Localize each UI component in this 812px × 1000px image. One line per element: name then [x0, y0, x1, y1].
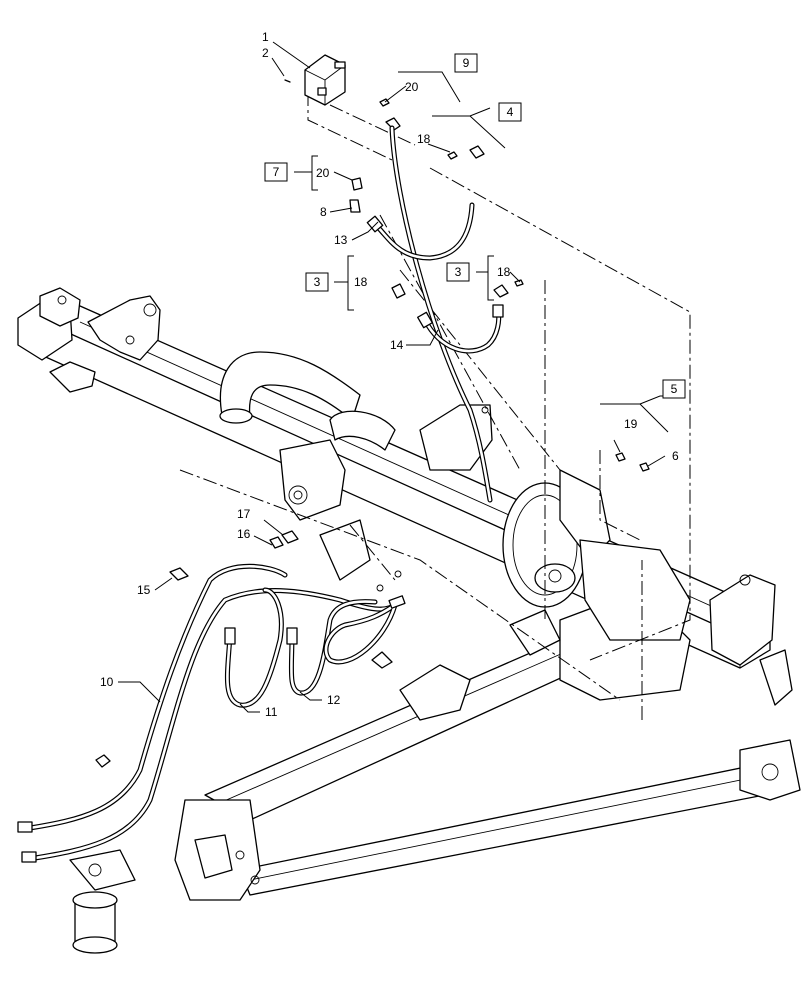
ref-box-4: 4	[498, 102, 522, 122]
front-hitch-casting	[69, 799, 261, 954]
group-brackets	[294, 71, 669, 433]
callout-12: 12	[327, 693, 341, 707]
reference-boxes: 9 4 7 3 3 5	[264, 53, 686, 399]
right-mount-bracket	[709, 574, 793, 706]
svg-text:3: 3	[314, 275, 321, 289]
callout-19: 19	[624, 417, 638, 431]
svg-text:5: 5	[671, 382, 678, 396]
hose-12	[286, 599, 378, 696]
hose-13	[366, 202, 475, 261]
svg-text:4: 4	[507, 105, 514, 119]
leader-lines	[118, 41, 666, 713]
hose-carrier-loop	[219, 351, 396, 451]
wheel-hub-assembly	[502, 469, 691, 641]
assembly-centerlines	[179, 92, 691, 720]
callout-15: 15	[137, 583, 151, 597]
left-mount-bracket	[17, 287, 161, 393]
callout-1: 1	[262, 30, 269, 44]
gusset-plates	[319, 519, 561, 721]
svg-text:7: 7	[273, 165, 280, 179]
bolt	[284, 79, 291, 83]
long-hose-valve	[389, 125, 493, 503]
callout-6: 6	[672, 449, 679, 463]
callout-13: 13	[334, 233, 348, 247]
elbow-fittings-upper	[349, 98, 650, 472]
callout-18c: 18	[497, 265, 511, 279]
callout-2: 2	[262, 46, 269, 60]
hose-return-loop	[323, 595, 406, 665]
hose-14	[417, 304, 504, 354]
callout-20b: 20	[316, 166, 330, 180]
svg-text:9: 9	[463, 56, 470, 70]
frame-structure	[17, 287, 801, 954]
hose-11	[224, 587, 284, 708]
ref-box-3-right: 3	[446, 262, 470, 282]
callout-10: 10	[100, 675, 114, 689]
tongue-end	[739, 739, 801, 801]
callout-17: 17	[237, 507, 251, 521]
callout-18a: 18	[417, 132, 431, 146]
ref-box-3-left: 3	[305, 272, 329, 292]
callout-14: 14	[390, 338, 404, 352]
callout-20a: 20	[405, 80, 419, 94]
ref-box-5: 5	[662, 379, 686, 399]
ref-box-9: 9	[454, 53, 478, 73]
callout-18b: 18	[354, 275, 368, 289]
callout-labels: 1 2 20 18 20 8 13 18 18 14 19 6 17 16 15…	[100, 30, 679, 719]
hose-clamps	[95, 530, 402, 768]
hose-10	[17, 563, 398, 863]
svg-text:3: 3	[455, 265, 462, 279]
callout-8: 8	[320, 205, 327, 219]
ref-box-7: 7	[264, 162, 288, 182]
callout-16: 16	[237, 527, 251, 541]
callout-11: 11	[265, 705, 278, 719]
valve-block	[304, 54, 346, 106]
center-mount-block	[279, 404, 493, 521]
